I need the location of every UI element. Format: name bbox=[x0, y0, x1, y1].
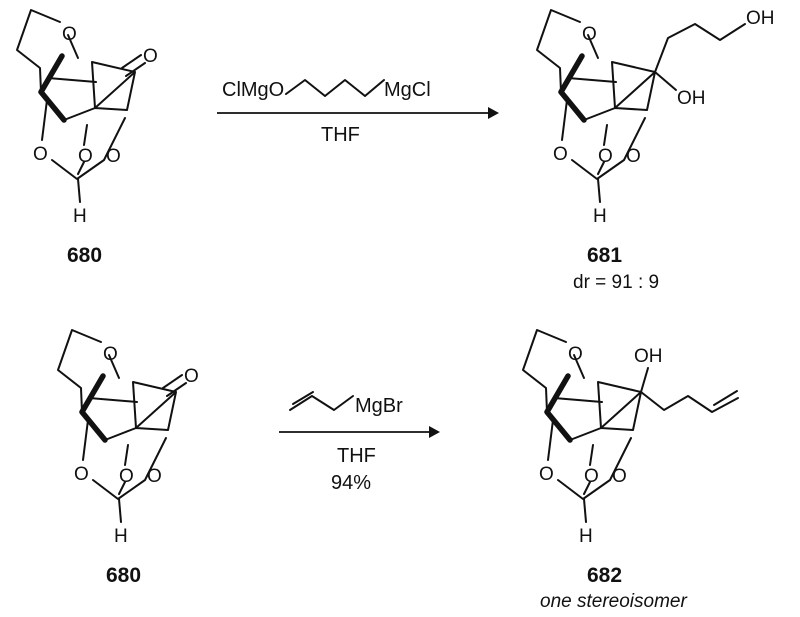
atom-o-left: O bbox=[74, 464, 89, 485]
atom-oh-carbinol: OH bbox=[677, 88, 706, 109]
cage-bonds bbox=[47, 54, 146, 121]
atom-h: H bbox=[114, 526, 128, 547]
atom-o-right: O bbox=[626, 146, 641, 167]
reaction-arrow-1 bbox=[217, 107, 499, 119]
allyl-chain bbox=[640, 390, 739, 413]
atom-o-mid: O bbox=[78, 146, 93, 167]
atom-o-mid: O bbox=[598, 146, 613, 167]
acetal-bonds bbox=[82, 419, 167, 523]
acetal-bonds bbox=[561, 99, 646, 203]
reagent-1-condition: THF bbox=[321, 124, 360, 146]
atom-h: H bbox=[579, 526, 593, 547]
reagent-1-right: MgCl bbox=[384, 79, 431, 101]
cage-bonds bbox=[567, 61, 656, 121]
atom-o-top: O bbox=[62, 24, 77, 45]
compound-label-680-top: 680 bbox=[67, 244, 102, 267]
atom-h: H bbox=[73, 206, 87, 227]
atom-o-mid: O bbox=[584, 466, 599, 487]
compound-label-680-bottom: 680 bbox=[106, 564, 141, 587]
atom-o-left: O bbox=[33, 144, 48, 165]
ether-ring-chain bbox=[57, 329, 102, 413]
reaction-arrow-2 bbox=[279, 426, 440, 438]
carbinol-oh-bond bbox=[654, 71, 677, 91]
atom-o-top: O bbox=[103, 344, 118, 365]
ether-ring-chain bbox=[536, 9, 581, 93]
atom-o-ketone: O bbox=[184, 366, 199, 387]
cage-bonds bbox=[553, 381, 642, 441]
reagent-2-condition: THF bbox=[337, 445, 376, 467]
compound-682-structure: O OH O O O H bbox=[522, 329, 739, 547]
acetal-bonds bbox=[41, 99, 126, 203]
atom-o-right: O bbox=[612, 466, 627, 487]
acetal-bonds bbox=[547, 419, 632, 523]
cage-bonds bbox=[88, 374, 187, 441]
bold-front-bond bbox=[544, 373, 573, 443]
atom-o-left: O bbox=[539, 464, 554, 485]
bold-front-bond bbox=[558, 53, 587, 123]
bridge-bond bbox=[108, 354, 120, 379]
compound-680-structure-bottom: O O O O O H bbox=[57, 329, 199, 547]
atom-o-top: O bbox=[568, 344, 583, 365]
atom-o-ketone: O bbox=[143, 46, 158, 67]
atom-o-left: O bbox=[553, 144, 568, 165]
atom-o-mid: O bbox=[119, 466, 134, 487]
compound-680-structure-top: O O O O O H bbox=[16, 9, 158, 227]
stereo-note: one stereoisomer bbox=[540, 591, 687, 612]
atom-h: H bbox=[593, 206, 607, 227]
ether-ring-chain bbox=[16, 9, 61, 93]
compound-label-681: 681 bbox=[587, 244, 622, 267]
carbinol-oh-bond bbox=[640, 367, 649, 393]
atom-o-top: O bbox=[582, 24, 597, 45]
reagent-2-right: MgBr bbox=[355, 395, 403, 417]
reagent-allyl-chain bbox=[289, 391, 354, 411]
reagent-propylene-chain bbox=[285, 79, 385, 97]
bridge-bond bbox=[573, 354, 585, 379]
hydroxypropyl-chain bbox=[654, 23, 746, 73]
compound-681-structure: O OH OH O O O H bbox=[536, 8, 775, 227]
bold-front-bond bbox=[79, 373, 108, 443]
reagent-1-left: ClMgO bbox=[222, 79, 284, 101]
atom-o-right: O bbox=[106, 146, 121, 167]
bridge-bond bbox=[587, 34, 599, 59]
atom-oh-carbinol: OH bbox=[634, 346, 663, 367]
reagent-2-yield: 94% bbox=[331, 472, 371, 494]
ether-ring-chain bbox=[522, 329, 567, 413]
compound-label-682: 682 bbox=[587, 564, 622, 587]
bold-front-bond bbox=[38, 53, 67, 123]
bridge-bond bbox=[67, 34, 79, 59]
diastereomeric-ratio: dr = 91 : 9 bbox=[573, 272, 659, 293]
atom-o-right: O bbox=[147, 466, 162, 487]
atom-oh-chain: OH bbox=[746, 8, 775, 29]
